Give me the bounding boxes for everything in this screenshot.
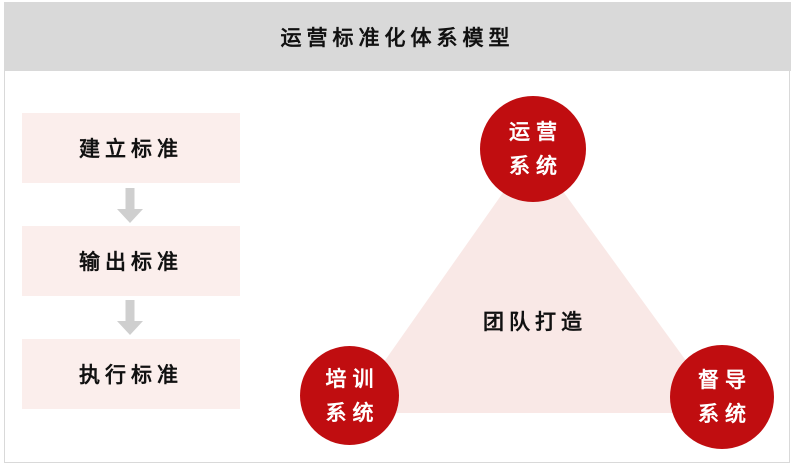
process-step-execute-standards: 执行标准 bbox=[22, 339, 240, 409]
node-training-system: 培训 系统 bbox=[300, 346, 399, 445]
node-label-line: 系统 bbox=[509, 153, 563, 178]
process-step-output-standards: 输出标准 bbox=[22, 226, 240, 296]
process-step-label: 输出标准 bbox=[79, 249, 183, 274]
node-label-line: 系统 bbox=[325, 399, 380, 425]
arrow-down-icon bbox=[117, 300, 143, 335]
arrow-down-icon bbox=[117, 188, 143, 223]
process-step-label: 执行标准 bbox=[79, 362, 183, 387]
triangle-center-label: 团队打造 bbox=[483, 309, 587, 334]
node-label-line: 培训 bbox=[325, 365, 380, 391]
page-title: 运营标准化体系模型 bbox=[280, 24, 515, 50]
process-step-label: 建立标准 bbox=[79, 136, 183, 161]
title-bar: 运营标准化体系模型 bbox=[4, 2, 791, 71]
node-label-line: 运营 bbox=[509, 119, 563, 145]
process-step-establish-standards: 建立标准 bbox=[22, 113, 240, 183]
node-operations-system: 运营 系统 bbox=[480, 96, 586, 202]
node-label-line: 系统 bbox=[698, 401, 752, 426]
node-supervision-system: 督导 系统 bbox=[670, 345, 774, 449]
node-label-line: 督导 bbox=[698, 367, 752, 393]
